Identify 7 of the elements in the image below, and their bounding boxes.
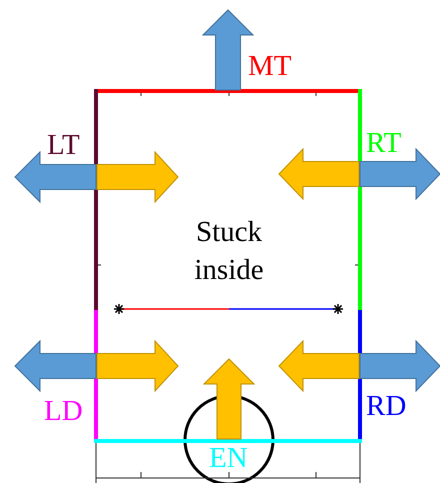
center-text: Stuck inside — [193, 215, 265, 288]
wall-label: LT — [47, 129, 80, 161]
wall-label: MT — [248, 50, 292, 82]
wall-label: EN — [209, 442, 248, 474]
wall-label: RD — [366, 390, 406, 422]
wall-label: RT — [366, 127, 402, 159]
wall-label: LD — [44, 395, 83, 427]
